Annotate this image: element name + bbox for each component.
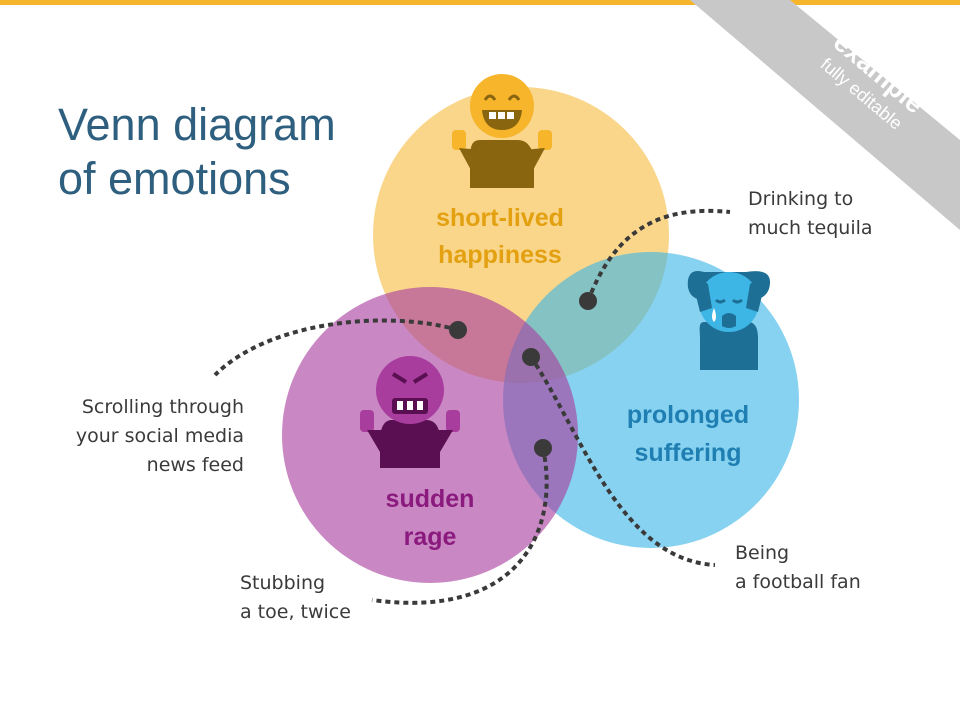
annotation-football: Being a football fan [735,539,861,597]
title-line-2: of emotions [58,153,291,204]
dot-football [522,348,540,366]
suffering-label-line-2: suffering [635,439,742,467]
annotation-toe: Stubbing a toe, twice [240,569,351,627]
annotation-toe-line-1: Stubbing [240,572,326,594]
annotation-tequila: Drinking to much tequila [748,185,873,243]
dot-social [449,321,467,339]
happiness-label-line-2: happiness [438,241,562,269]
dot-toe [534,439,552,457]
title-line-1: Venn diagram [58,99,336,150]
annotation-football-line-1: Being [735,542,790,564]
annotation-tequila-line-1: Drinking to [748,188,854,210]
rage-label-line-1: sudden [386,485,475,513]
annotation-social-line-3: news feed [146,454,244,476]
angry-person-icon [360,356,460,468]
top-accent-bar [0,0,960,5]
annotation-toe-line-2: a toe, twice [240,601,351,623]
happiness-label-line-1: short-lived [436,204,564,232]
connector-social [213,318,459,377]
happy-person-icon [452,74,552,188]
connector-tequila [586,208,731,302]
rage-label-line-2: rage [404,523,457,551]
annotation-football-line-2: a football fan [735,571,861,593]
annotation-social: Scrolling through your social media news… [76,393,244,480]
connector-football [529,355,716,567]
annotation-social-line-2: your social media [75,425,244,447]
crying-person-icon [687,271,770,370]
page-title: Venn diagram of emotions [58,98,336,206]
annotation-social-line-1: Scrolling through [81,396,244,418]
connector-toe [371,447,549,605]
suffering-label-line-1: prolonged [627,401,749,429]
annotation-tequila-line-2: much tequila [748,217,873,239]
dot-tequila [579,292,597,310]
